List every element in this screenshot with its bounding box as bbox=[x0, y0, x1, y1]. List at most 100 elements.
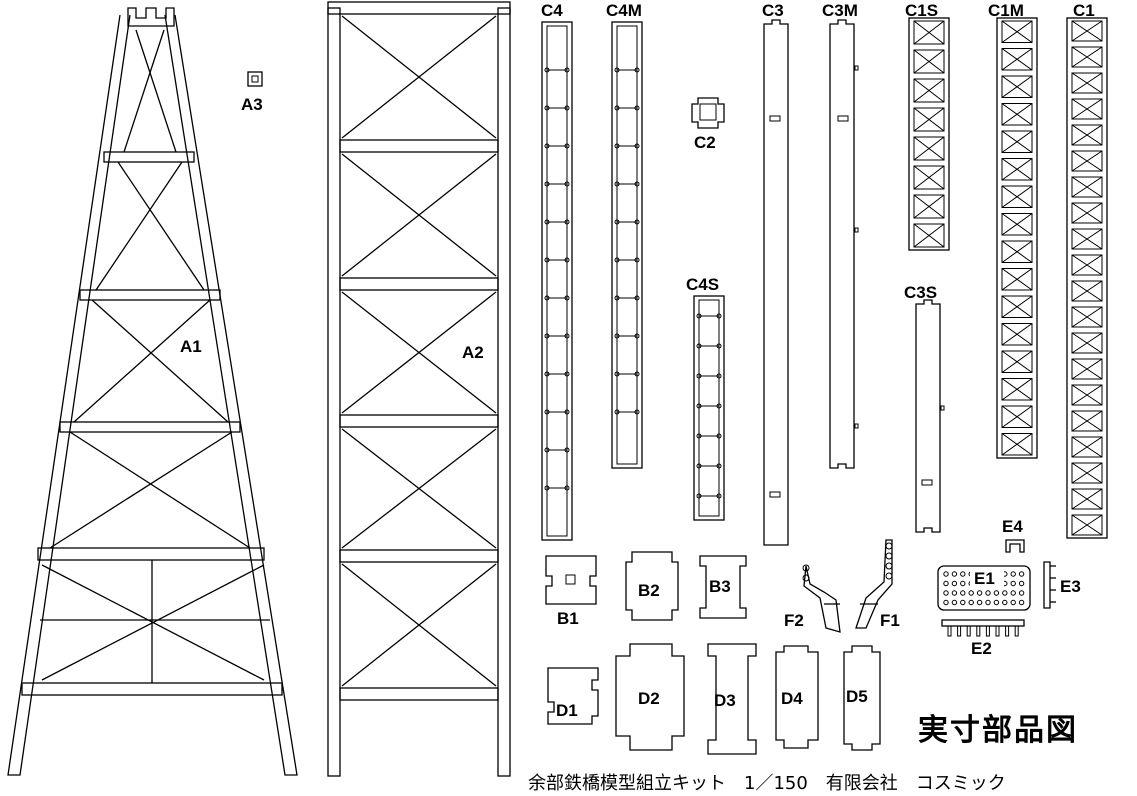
truss-brace bbox=[913, 194, 945, 219]
plate-hole bbox=[951, 580, 958, 587]
truss-cell bbox=[1001, 268, 1033, 291]
plate-hole bbox=[993, 590, 1000, 596]
truss-cell bbox=[913, 49, 945, 74]
label-c4: C4 bbox=[541, 1, 563, 20]
part-d4: D4 bbox=[775, 645, 819, 749]
ladder-bolt bbox=[564, 333, 570, 339]
plate-hole bbox=[985, 599, 991, 606]
ladder-bolt bbox=[614, 295, 620, 301]
truss-cell bbox=[1071, 72, 1103, 94]
truss-cell bbox=[1071, 202, 1103, 224]
truss-cell bbox=[1071, 280, 1103, 302]
plate-hole bbox=[1018, 571, 1025, 577]
label-a3: A3 bbox=[241, 95, 263, 114]
truss-cell bbox=[1001, 378, 1033, 401]
label-c1s: C1S bbox=[905, 1, 938, 20]
truss-brace bbox=[1071, 150, 1103, 172]
truss-brace bbox=[1001, 350, 1033, 373]
label-b2: B2 bbox=[638, 581, 660, 600]
ladder-bolt bbox=[716, 373, 722, 379]
truss-brace bbox=[1001, 433, 1033, 456]
truss-brace bbox=[913, 107, 945, 132]
ladder-bolt bbox=[564, 219, 570, 225]
label-f1: F1 bbox=[880, 611, 900, 630]
ladder-bolt bbox=[544, 219, 550, 225]
truss-cell bbox=[1071, 306, 1103, 328]
label-a1: A1 bbox=[180, 337, 202, 356]
part-d5: D5 bbox=[843, 645, 881, 751]
ladder-bolt bbox=[716, 313, 722, 319]
ladder-bolt bbox=[544, 181, 550, 187]
label-b1: B1 bbox=[557, 609, 579, 628]
ladder-bolt bbox=[634, 295, 640, 301]
ladder-bolt bbox=[564, 447, 570, 453]
ladder-bolt bbox=[634, 333, 640, 339]
truss-brace bbox=[1071, 20, 1103, 42]
truss-cell bbox=[1001, 48, 1033, 71]
label-c3m: C3M bbox=[822, 1, 858, 20]
part-e3-comb: E3 bbox=[1043, 561, 1081, 609]
part-c3s-beam: C3S bbox=[904, 283, 945, 533]
label-d1: D1 bbox=[556, 701, 578, 720]
truss-brace bbox=[1071, 228, 1103, 250]
part-c1s-truss: C1S bbox=[905, 1, 950, 251]
truss-cell bbox=[1071, 20, 1103, 42]
ladder-bolt bbox=[564, 409, 570, 415]
ladder-bolt bbox=[614, 143, 620, 149]
plate-hole bbox=[976, 599, 983, 606]
label-c1m: C1M bbox=[988, 1, 1024, 20]
ladder-bolt bbox=[544, 67, 550, 73]
truss-cell bbox=[1071, 98, 1103, 120]
ladder-bolt bbox=[696, 403, 702, 409]
truss-brace bbox=[1071, 488, 1103, 510]
plate-hole bbox=[968, 590, 974, 596]
truss-cell bbox=[913, 20, 945, 45]
truss-cell bbox=[1001, 158, 1033, 181]
ladder-bolt bbox=[696, 433, 702, 439]
truss-brace bbox=[1071, 254, 1103, 276]
truss-cell bbox=[1001, 350, 1033, 373]
ladder-bolt bbox=[696, 493, 702, 499]
truss-cell bbox=[913, 194, 945, 219]
plate-hole bbox=[1010, 590, 1016, 596]
truss-brace bbox=[1001, 20, 1033, 43]
ladder-bolt bbox=[544, 333, 550, 339]
truss-brace bbox=[1001, 213, 1033, 236]
truss-brace bbox=[913, 20, 945, 45]
page-title: 実寸部品図 bbox=[918, 713, 1078, 748]
ladder-bolt bbox=[634, 181, 640, 187]
ladder-bolt bbox=[564, 371, 570, 377]
truss-brace bbox=[1071, 358, 1103, 380]
part-b3: B3 bbox=[699, 555, 747, 619]
truss-brace bbox=[1001, 103, 1033, 126]
truss-brace bbox=[1071, 72, 1103, 94]
truss-cell bbox=[1071, 462, 1103, 484]
truss-cell bbox=[1001, 185, 1033, 208]
part-f1: F1 bbox=[855, 539, 900, 630]
label-c3s: C3S bbox=[904, 283, 937, 302]
truss-cell bbox=[913, 223, 945, 248]
part-d3: D3 bbox=[707, 643, 757, 755]
part-c3m-beam: C3M bbox=[822, 1, 859, 469]
truss-brace bbox=[1001, 295, 1033, 318]
truss-cell bbox=[913, 78, 945, 103]
comb-tooth bbox=[985, 625, 990, 637]
truss-cell bbox=[1071, 384, 1103, 406]
part-b1: B1 bbox=[545, 555, 597, 628]
comb-tooth bbox=[957, 625, 962, 637]
part-c2: C2 bbox=[691, 97, 725, 152]
part-e1-plate: E1 bbox=[937, 565, 1031, 611]
ladder-bolt bbox=[716, 433, 722, 439]
ladder-bolt bbox=[614, 105, 620, 111]
label-c4s: C4S bbox=[686, 275, 719, 294]
plate-hole bbox=[985, 590, 991, 596]
truss-cell bbox=[1071, 150, 1103, 172]
truss-brace bbox=[1001, 158, 1033, 181]
label-e4: E4 bbox=[1002, 517, 1023, 536]
truss-brace bbox=[1071, 98, 1103, 120]
truss-brace bbox=[1071, 436, 1103, 458]
truss-cell bbox=[1071, 124, 1103, 146]
ladder-bolt bbox=[716, 343, 722, 349]
ladder-bolt bbox=[716, 463, 722, 469]
part-c1m-truss: C1M bbox=[988, 1, 1038, 459]
